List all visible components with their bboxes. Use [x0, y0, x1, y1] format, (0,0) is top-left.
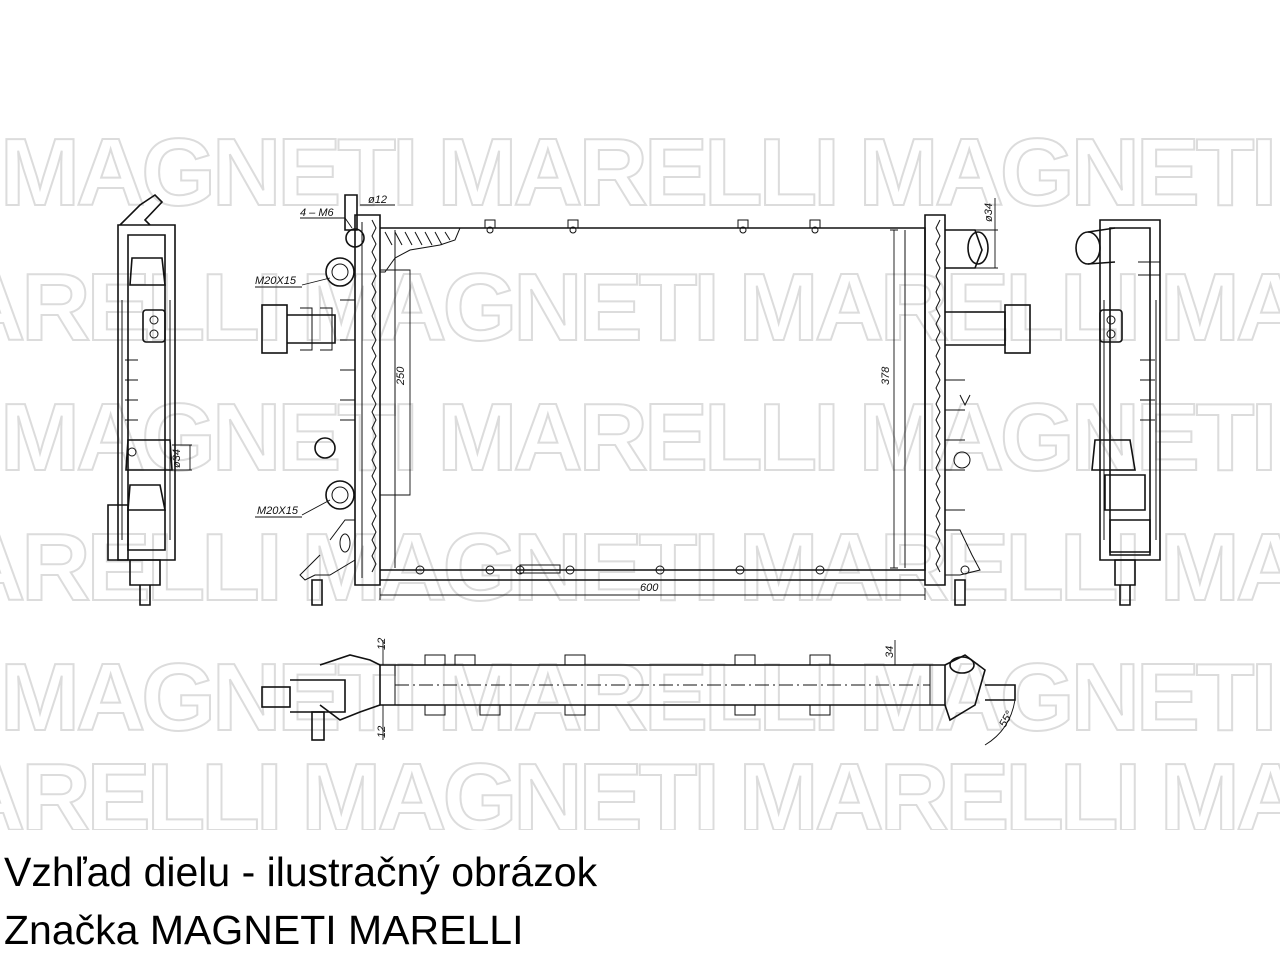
top-view-dimension-labels: 12 12 34 55° — [376, 638, 1016, 738]
dim-d12-top: ø12 — [368, 194, 387, 206]
radiator-front-view — [255, 194, 1031, 606]
watermark-row-6: MARELLI MAGNETI MARELLI MAGNETI MARELLI … — [0, 744, 1280, 830]
dim-side-12-b: 12 — [376, 726, 388, 738]
watermark-row-5: MAGNETI MARELLI MAGNETI MARELLI MAGNETI … — [0, 644, 1280, 751]
caption-illustrative: Vzhľad dielu - ilustračný obrázok — [4, 849, 598, 895]
watermark: MAGNETI MARELLI MAGNETI MARELLI MAGNETI … — [0, 118, 1280, 830]
watermark-row-1: MAGNETI MARELLI MAGNETI MARELLI MAGNETI … — [0, 119, 1280, 226]
watermark-row-4: MARELLI MAGNETI MARELLI MAGNETI MARELLI … — [0, 514, 1280, 621]
watermark-row-2: MARELLI MAGNETI MARELLI MAGNETI MARELLI … — [0, 254, 1280, 361]
dim-h378: 378 — [880, 366, 892, 385]
radiator-top-view — [261, 640, 1016, 746]
dim-m20-top: M20X15 — [255, 275, 297, 287]
radiator-technical-drawing: MAGNETI MARELLI MAGNETI MARELLI MAGNETI … — [0, 118, 1280, 830]
watermark-row-3: MAGNETI MARELLI MAGNETI MARELLI MAGNETI … — [0, 384, 1280, 491]
dim-m6: 4 – M6 — [300, 207, 335, 219]
dim-h250: 250 — [395, 366, 407, 386]
caption-brand: Značka MAGNETI MARELLI — [4, 907, 524, 953]
dim-side-12-a: 12 — [376, 638, 388, 650]
dim-d34-top: ø34 — [983, 203, 995, 222]
dim-side-34: 34 — [884, 646, 896, 658]
dim-m20-bottom: M20X15 — [257, 505, 299, 517]
right-side-view — [1075, 219, 1161, 606]
dim-w600: 600 — [640, 582, 659, 594]
front-view-dimension-labels: ø12 4 – M6 M20X15 M20X15 250 378 600 ø34 — [255, 194, 995, 594]
dim-d34-left: ø34 — [171, 449, 183, 468]
left-side-view: ø34 — [107, 193, 192, 606]
